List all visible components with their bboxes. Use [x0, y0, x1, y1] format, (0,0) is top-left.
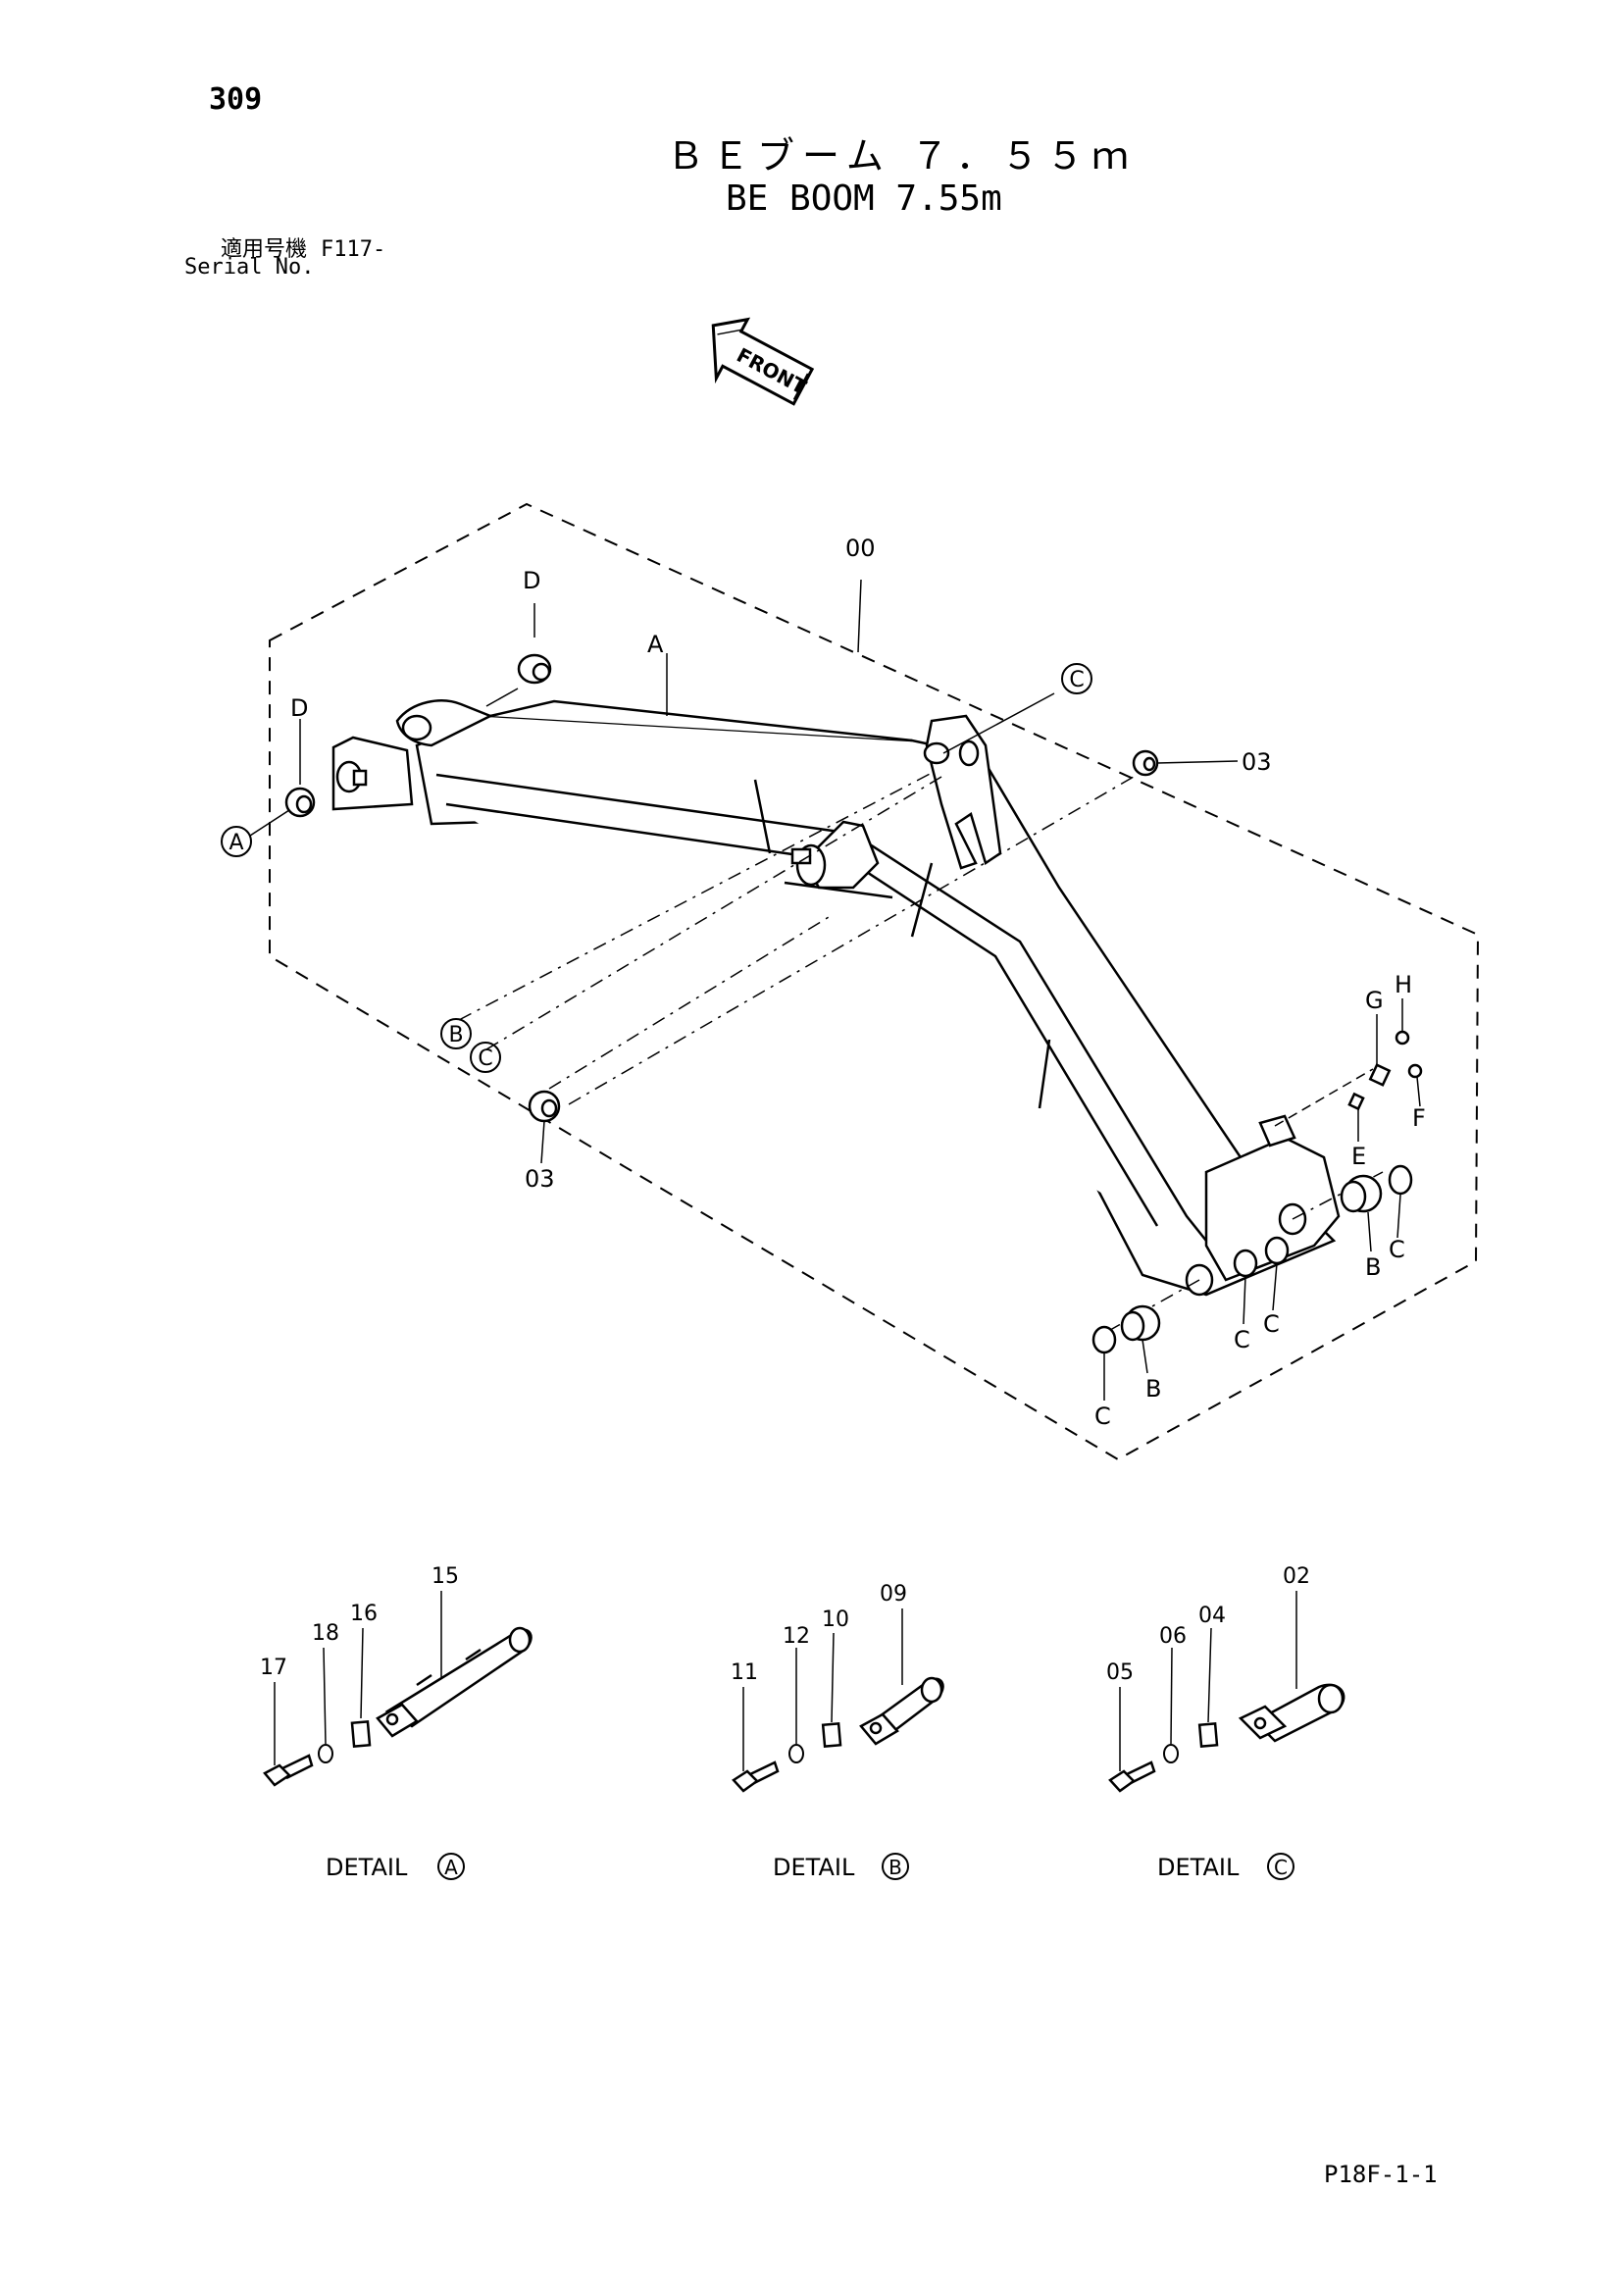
- title-japanese: ＢＥブーム ７．５５ｍ: [667, 134, 1137, 178]
- callout-g: G: [1365, 987, 1384, 1014]
- callout-d-top: D: [523, 567, 540, 594]
- callout-c-left: C: [1094, 1403, 1111, 1430]
- part-10: 10: [822, 1607, 849, 1632]
- serial-label-ja-text: 適用号機: [221, 237, 308, 262]
- leader-lines: [249, 579, 1384, 1335]
- callout-d-left: D: [290, 694, 308, 722]
- circled-callout-c-lower: C: [470, 1042, 501, 1073]
- ring-c-right: [1388, 1164, 1413, 1196]
- part-04: 04: [1198, 1604, 1226, 1628]
- callout-b-left: B: [1145, 1375, 1161, 1403]
- part-11: 11: [731, 1660, 758, 1685]
- boom-arm-end: [1185, 1114, 1341, 1297]
- detail-c-pin: [1238, 1683, 1345, 1743]
- detail-a-caption: DETAIL: [326, 1854, 408, 1881]
- callout-c-mid2: C: [1263, 1310, 1280, 1338]
- callout-h: H: [1395, 971, 1412, 998]
- part-12: 12: [783, 1624, 810, 1649]
- detail-a-plate: [350, 1719, 372, 1749]
- part-15: 15: [431, 1564, 459, 1589]
- callout-00: 00: [845, 535, 876, 562]
- page-number: 309: [209, 82, 263, 117]
- assembly-boundary: [269, 502, 1480, 1461]
- detail-b-washer: [788, 1744, 804, 1763]
- detail-a-pin: [376, 1626, 533, 1738]
- callout-f: F: [1412, 1104, 1426, 1132]
- part-17: 17: [260, 1656, 287, 1680]
- front-arrow-icon: FRONT: [711, 317, 815, 406]
- serial-value: F117-: [321, 237, 386, 262]
- boom-top-bracket: [923, 714, 1002, 870]
- bushing-parts: [284, 653, 1423, 1354]
- callout-ticks: [540, 998, 1421, 1401]
- ring-c-mid2: [1264, 1236, 1290, 1265]
- detail-b-marker: B: [888, 1856, 902, 1879]
- serial-label-japanese: 適用号機 F117-: [221, 231, 385, 263]
- detail-b-caption: DETAIL: [773, 1854, 855, 1881]
- title-english: BE BOOM 7.55m: [726, 179, 1002, 219]
- circled-callout-c-lower-label: C: [478, 1046, 492, 1071]
- detail-c-bolt-icon: [1108, 1760, 1156, 1793]
- boom-foot-end: [331, 699, 494, 811]
- boom-cylinder-boss: [784, 820, 893, 899]
- part-18: 18: [312, 1621, 339, 1646]
- detail-c: 02 04 06 05 DETAIL C: [1106, 1564, 1345, 1881]
- detail-c-marker: C: [1274, 1856, 1288, 1879]
- ring-c-left: [1091, 1325, 1117, 1354]
- detail-b-plate: [821, 1721, 842, 1749]
- part-05: 05: [1106, 1660, 1134, 1685]
- callout-e: E: [1351, 1143, 1366, 1170]
- part-02: 02: [1283, 1564, 1310, 1589]
- circled-callout-b-label: B: [448, 1023, 463, 1047]
- detail-c-caption: DETAIL: [1157, 1854, 1240, 1881]
- circled-callout-b: B: [440, 1018, 472, 1049]
- callout-a: A: [647, 631, 664, 658]
- callout-c-right: C: [1389, 1236, 1405, 1263]
- detail-b-pin: [859, 1676, 944, 1746]
- footer-code: P18F-1-1: [1324, 2161, 1438, 2188]
- ring-c-mid1: [1233, 1249, 1258, 1278]
- detail-b-bolt-icon: [732, 1760, 780, 1793]
- detail-a-marker: A: [444, 1856, 458, 1879]
- callout-b-right: B: [1365, 1253, 1381, 1281]
- callout-c-mid1: C: [1234, 1326, 1250, 1353]
- detail-c-plate: [1197, 1721, 1219, 1749]
- circled-callout-a-label: A: [228, 831, 243, 855]
- detail-a: 15 16 18 17 DETAIL A: [260, 1564, 533, 1881]
- part-06: 06: [1159, 1624, 1187, 1649]
- part-09: 09: [880, 1582, 907, 1607]
- detail-b: 09 10 12 11 DETAIL B: [731, 1582, 944, 1881]
- serial-label-english: Serial No.: [184, 255, 315, 280]
- detail-a-washer: [318, 1744, 333, 1763]
- callout-03-right: 03: [1242, 748, 1272, 776]
- circled-callout-a: A: [221, 826, 252, 857]
- detail-c-washer: [1163, 1744, 1179, 1763]
- detail-a-bolt-icon: [263, 1754, 314, 1787]
- circled-callout-c-upper-label: C: [1069, 668, 1084, 692]
- callout-03-lower: 03: [525, 1165, 555, 1193]
- plain-callouts: 00 A D D 03 03 G H E F B C C C B C: [290, 535, 1426, 1430]
- circled-callout-c-upper: C: [1061, 663, 1092, 694]
- part-16: 16: [350, 1602, 378, 1626]
- boom-body: [415, 699, 1337, 1297]
